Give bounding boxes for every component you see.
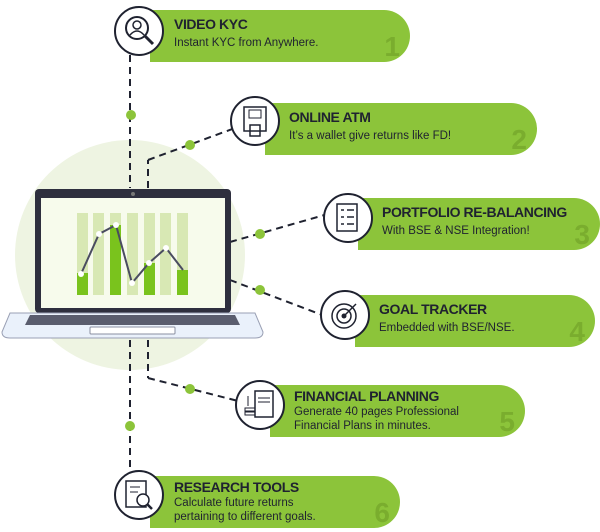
atm-icon (230, 96, 280, 146)
feature-card-financial-planning[interactable]: FINANCIAL PLANNING Generate 40 pages Pro… (270, 385, 525, 437)
feature-title: VIDEO KYC (174, 16, 248, 32)
search-user-icon (114, 6, 164, 56)
feature-number: 6 (374, 497, 390, 528)
webcam-icon (131, 192, 135, 196)
feature-card-video-kyc[interactable]: VIDEO KYC Instant KYC from Anywhere. 1 (150, 10, 410, 62)
connector-dots (125, 110, 265, 431)
feature-number: 4 (569, 316, 585, 347)
bar-chart-graphic (77, 213, 188, 295)
feature-description: Calculate future returns pertaining to d… (174, 497, 316, 523)
feature-card-research-tools[interactable]: RESEARCH TOOLS Calculate future returns … (150, 476, 400, 528)
feature-number: 1 (384, 31, 400, 62)
feature-number: 3 (574, 219, 590, 250)
laptop-illustration (1, 189, 264, 339)
feature-card-online-atm[interactable]: ONLINE ATM It’s a wallet give returns li… (265, 103, 537, 155)
checklist-icon (323, 193, 373, 243)
research-icon (114, 470, 164, 520)
feature-description: Instant KYC from Anywhere. (174, 37, 319, 49)
feature-title: GOAL TRACKER (379, 301, 487, 317)
feature-number: 5 (499, 406, 515, 437)
feature-card-goal-tracker[interactable]: GOAL TRACKER Embedded with BSE/NSE. 4 (355, 295, 595, 347)
target-icon (320, 290, 370, 340)
feature-number: 2 (511, 124, 527, 155)
connector-lines (129, 55, 336, 475)
feature-card-portfolio-rebalancing[interactable]: PORTFOLIO RE-BALANCING With BSE & NSE In… (358, 198, 600, 250)
financial-document-icon (235, 380, 285, 430)
feature-description: Generate 40 pages Professional Financial… (294, 406, 459, 432)
feature-title: RESEARCH TOOLS (174, 479, 299, 495)
trackpad (89, 326, 176, 335)
keyboard (25, 315, 240, 325)
feature-title: FINANCIAL PLANNING (294, 388, 439, 404)
feature-title: PORTFOLIO RE-BALANCING (382, 204, 567, 220)
feature-description: With BSE & NSE Integration! (382, 225, 530, 237)
feature-title: ONLINE ATM (289, 109, 371, 125)
feature-description: It’s a wallet give returns like FD! (289, 130, 452, 142)
feature-description: Embedded with BSE/NSE. (379, 322, 515, 334)
